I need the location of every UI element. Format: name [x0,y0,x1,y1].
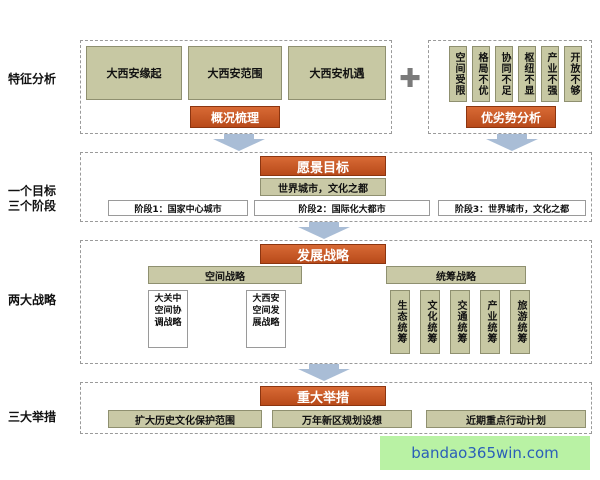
row-label-goals-line2: 三个阶段 [8,199,57,213]
row-label-measures: 三大举措 [8,410,57,424]
coordination-strategy-title: 统筹战略 [386,266,526,284]
stage-3: 阶段3：世界城市，文化之都 [438,200,586,216]
weakness-4: 枢纽不显 [518,46,536,102]
measure-item-2: 万年新区规划设想 [272,410,412,428]
stage-2: 阶段2：国际化大都市 [254,200,430,216]
coordination-item-5: 旅游统筹 [510,290,530,354]
strategy-title: 发展战略 [260,244,386,264]
arrow-stem-3 [309,222,339,227]
down-arrow-icon [213,139,265,151]
row-label-features: 特征分析 [8,72,57,86]
origin-box-2: 大西安范围 [188,46,282,100]
weakness-3: 协同不足 [495,46,513,102]
spatial-item-1: 大关中空间协调战略 [148,290,188,348]
analysis-panel [428,40,592,134]
spatial-item-2: 大西安空间发展战略 [246,290,286,348]
arrow-stem-4 [309,364,339,369]
vision-title: 愿景目标 [260,156,386,176]
watermark-banner: bandao365win.com [380,436,590,470]
vision-goal: 世界城市，文化之都 [260,178,386,196]
weakness-6: 开放不够 [564,46,582,102]
origin-box-1: 大西安缘起 [86,46,182,100]
weakness-2: 格局不优 [472,46,490,102]
row-label-strategies: 两大战略 [8,293,57,307]
measure-item-1: 扩大历史文化保护范围 [108,410,262,428]
measure-item-3: 近期重点行动计划 [426,410,586,428]
measures-panel [80,382,592,434]
spatial-strategy-title: 空间战略 [148,266,302,284]
coordination-item-2: 文化统筹 [420,290,440,354]
down-arrow-icon [298,369,350,381]
plus-icon: ✚ [399,64,421,94]
strategy-panel [80,240,592,364]
overview-title: 概况梳理 [190,106,280,128]
arrow-stem-2 [497,134,527,139]
analysis-title: 优劣势分析 [466,106,556,128]
down-arrow-icon [486,139,538,151]
row-label-goals-line1: 一个目标 [8,184,57,198]
measures-title: 重大举措 [260,386,386,406]
vision-panel [80,152,592,222]
coordination-item-1: 生态统筹 [390,290,410,354]
coordination-item-4: 产业统筹 [480,290,500,354]
coordination-item-3: 交通统筹 [450,290,470,354]
overview-panel [80,40,392,134]
arrow-stem-1 [224,134,254,139]
weakness-5: 产业不强 [541,46,559,102]
stage-1: 阶段1：国家中心城市 [108,200,248,216]
origin-box-3: 大西安机遇 [288,46,386,100]
weakness-1: 空间受限 [449,46,467,102]
down-arrow-icon [298,227,350,239]
